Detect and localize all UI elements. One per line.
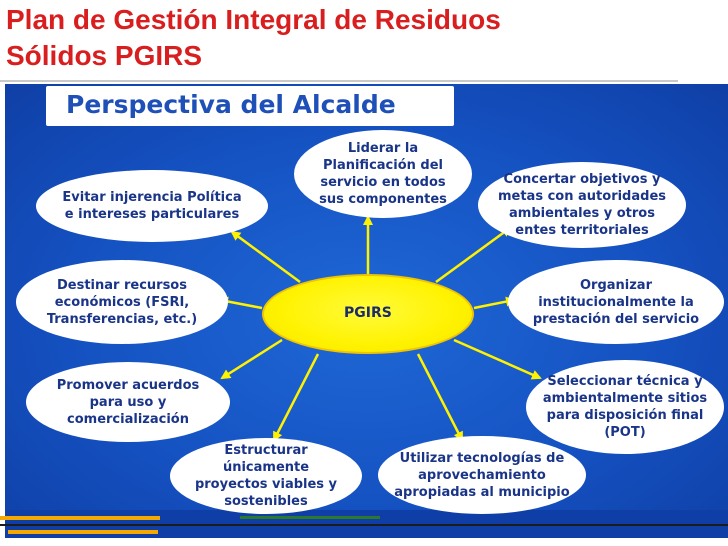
node-mid-right: Organizar institucionalmente la prestaci… <box>508 260 724 344</box>
center-node-label: PGIRS <box>344 305 392 321</box>
node-lower-left: Promover acuerdos para uso y comercializ… <box>26 362 230 442</box>
node-lower-right: Seleccionar técnica y ambientalmente sit… <box>526 360 724 454</box>
node-bottom-right: Utilizar tecnologías de aprovechamiento … <box>378 436 586 514</box>
arrow-to-top-left <box>230 230 301 284</box>
node-bottom-left: Estructurar únicamente proyectos viables… <box>170 438 362 514</box>
arrow-to-bottom-right <box>416 353 464 442</box>
arrow-to-lower-right <box>453 338 542 380</box>
node-top: Liderar la Planificación del servicio en… <box>294 130 472 218</box>
node-top-right: Concertar objetivos y metas con autorida… <box>478 162 686 248</box>
slide-title-line-1: Plan de Gestión Integral de Residuos <box>6 4 501 35</box>
slide-title: Plan de Gestión Integral de Residuos Sól… <box>6 2 706 74</box>
diagram-heading: Perspectiva del Alcalde <box>66 90 396 119</box>
arrow-to-mid-right <box>473 296 516 310</box>
node-mid-left: Destinar recursos económicos (FSRI, Tran… <box>16 260 228 344</box>
center-node-ellipse <box>262 274 474 354</box>
node-top-left: Evitar injerencia Política e intereses p… <box>36 170 268 242</box>
title-divider <box>0 80 678 82</box>
bottom-decoration <box>0 516 728 546</box>
slide-title-line-2: Sólidos PGIRS <box>6 40 203 71</box>
arrow-to-lower-left <box>220 338 283 380</box>
diagram-heading-box <box>46 86 454 126</box>
arrow-to-bottom-left <box>272 353 320 442</box>
